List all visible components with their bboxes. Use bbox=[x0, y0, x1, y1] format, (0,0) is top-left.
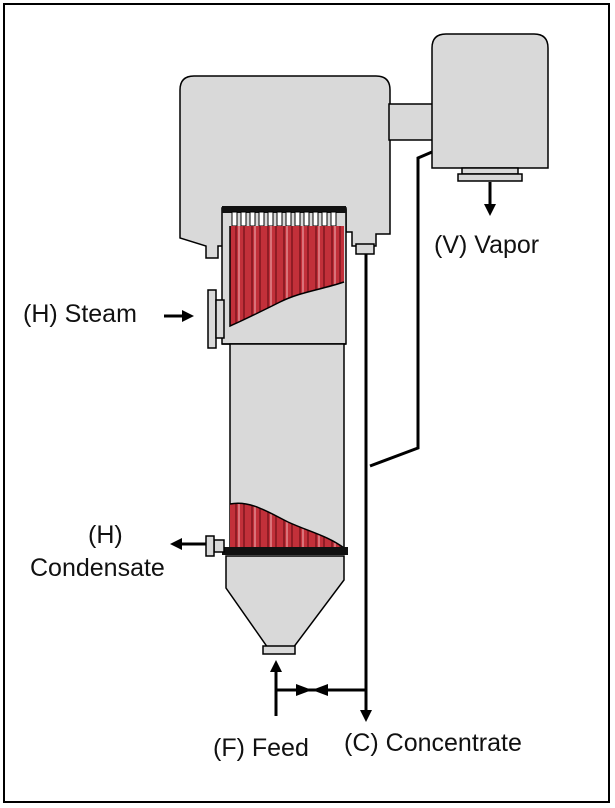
bottom-tube-sheet bbox=[222, 547, 348, 555]
feed-valve-right bbox=[312, 684, 328, 696]
top-tube-sheet bbox=[222, 206, 346, 213]
vapor-return-line bbox=[369, 150, 433, 468]
condensate-nozzle bbox=[213, 539, 225, 553]
condensate-h-label: (H) bbox=[88, 521, 123, 549]
steam-inlet-flange bbox=[207, 289, 217, 349]
vapor-outlet-flange-lip bbox=[457, 173, 523, 182]
concentrate-label: (C) Concentrate bbox=[344, 729, 522, 757]
separator-outlet-stub bbox=[355, 243, 375, 255]
feed-label: (F) Feed bbox=[213, 734, 309, 762]
conical-bottom bbox=[225, 555, 345, 649]
condensate-label: Condensate bbox=[30, 554, 165, 582]
vapor-label: (V) Vapor bbox=[434, 231, 540, 259]
vapor-arrow-head bbox=[484, 204, 496, 216]
steam-arrow-head bbox=[182, 310, 194, 322]
steam-inlet-nozzle bbox=[215, 299, 225, 339]
vapor-duct bbox=[388, 103, 435, 141]
feed-inlet-flange bbox=[262, 645, 296, 655]
feed-arrow bbox=[270, 660, 282, 672]
diagram-frame bbox=[3, 3, 610, 803]
condensate-arrow-head bbox=[170, 538, 182, 550]
vapor-outlet-flange bbox=[461, 167, 519, 175]
steam-label: (H) Steam bbox=[23, 300, 137, 328]
feed-valve-left bbox=[296, 684, 312, 696]
condenser-body bbox=[431, 33, 549, 169]
concentrate-arrow bbox=[360, 710, 372, 722]
condensate-flange bbox=[205, 535, 215, 557]
